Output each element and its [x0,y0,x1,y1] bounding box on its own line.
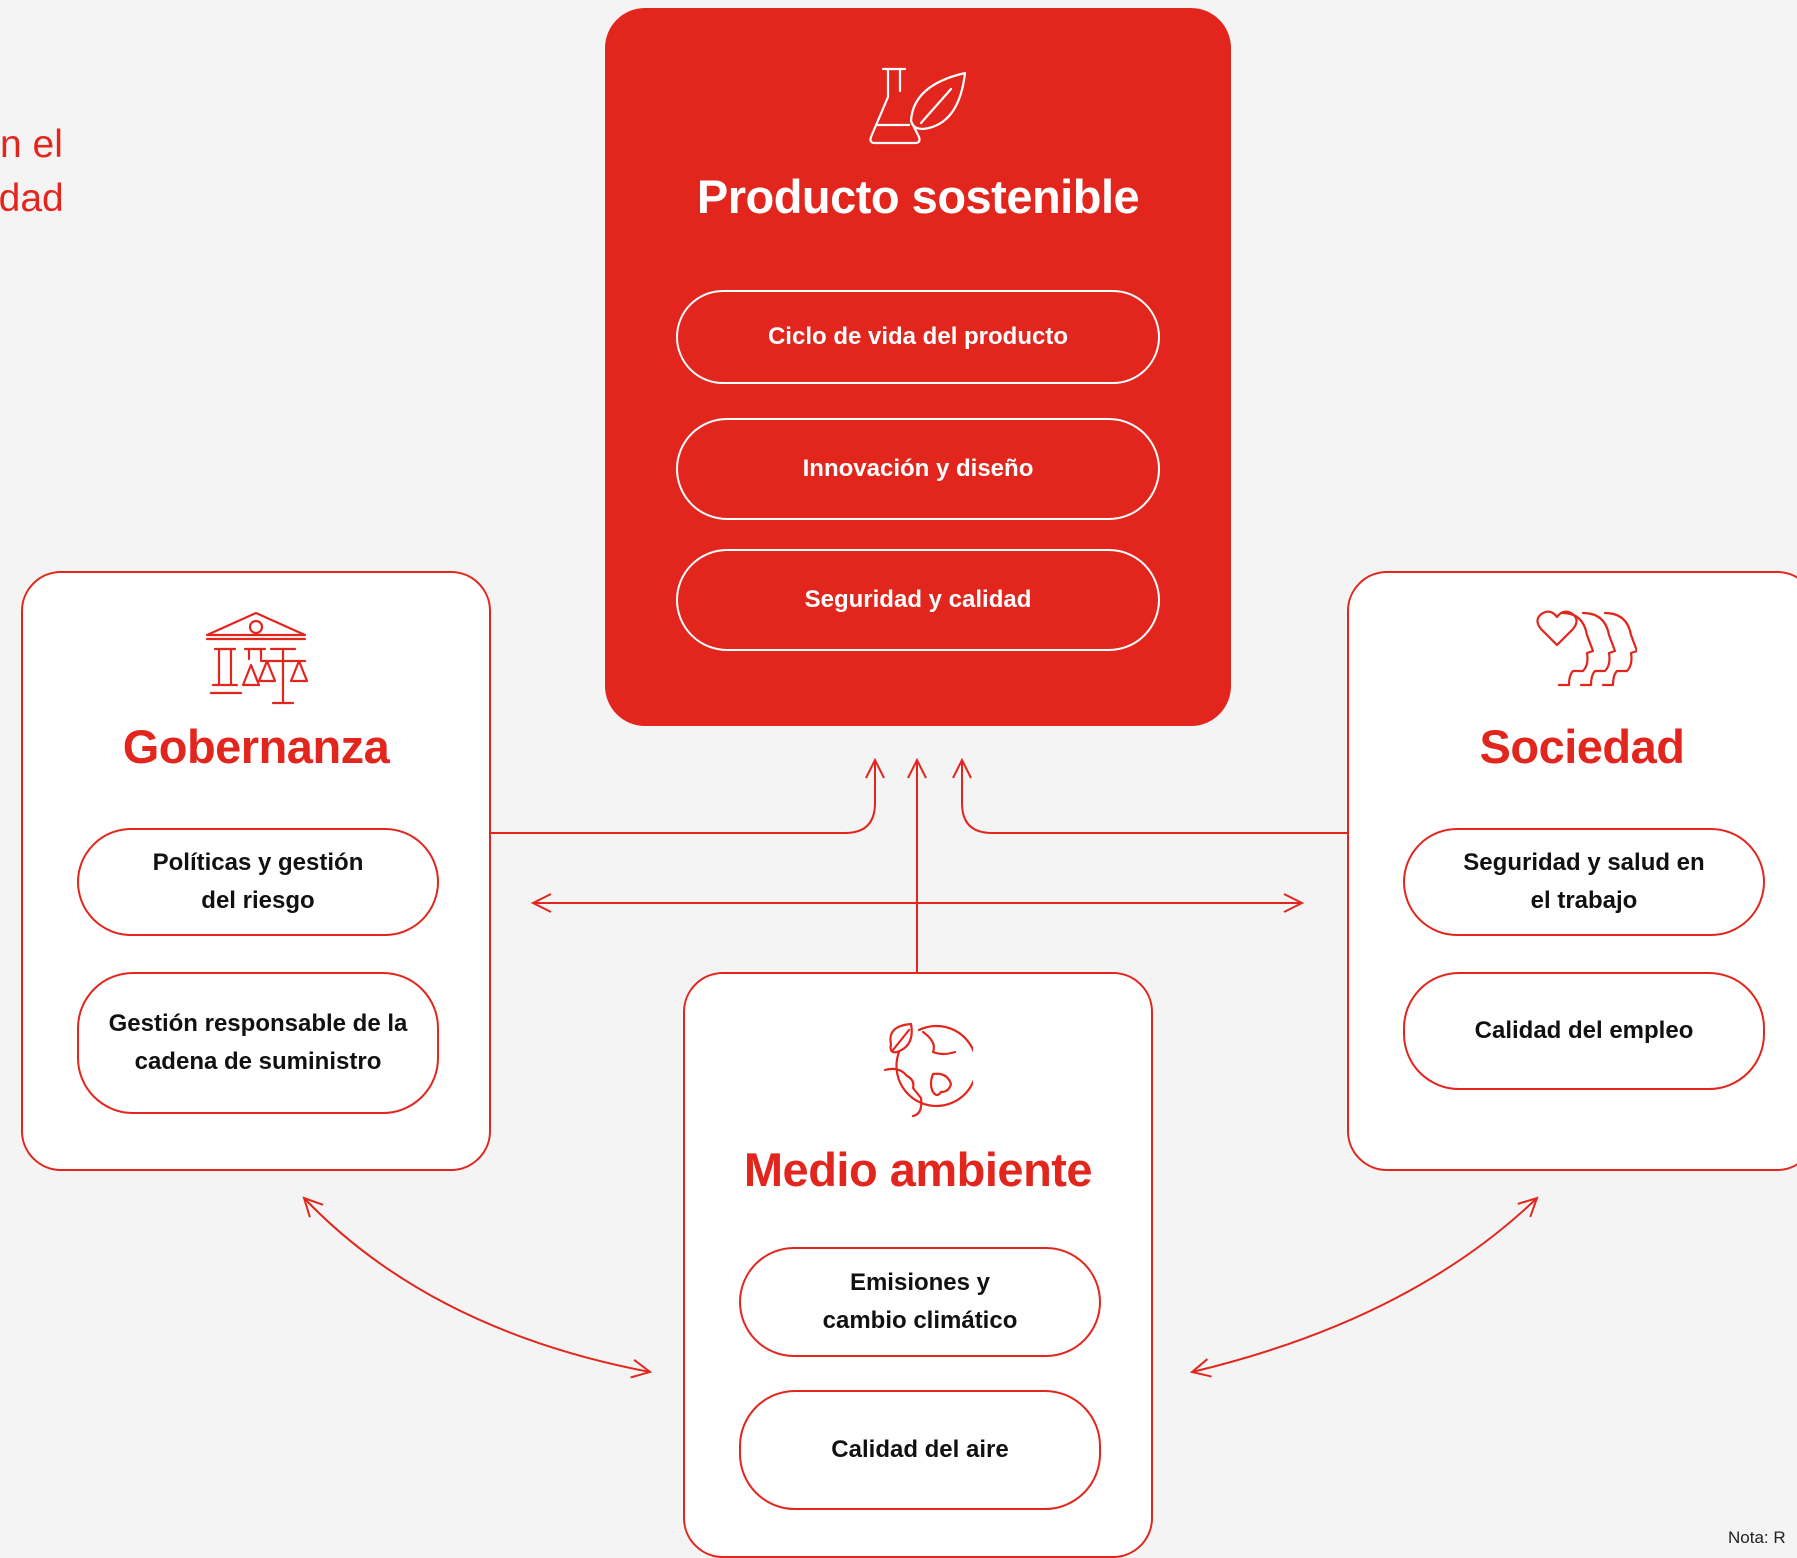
partial-heading-line1: n el [0,123,63,166]
sociedad-item-2: Calidad del empleo [1403,972,1765,1090]
sociedad-title: Sociedad [1479,720,1685,773]
connector-sociedad-producto [962,760,1347,834]
partial-heading-line2: idad [0,177,64,220]
gobernanza-item-1: Políticas y gestión del riesgo [77,828,439,936]
building-scales-icon [205,611,309,705]
medio-item-1: Emisiones y cambio climático [739,1247,1101,1357]
heart-people-icon [1536,610,1637,687]
sociedad-item-1: Seguridad y salud en el trabajo [1403,828,1765,936]
medio-title: Medio ambiente [743,1143,1093,1196]
producto-item-1: Ciclo de vida del producto [676,290,1160,384]
gobernanza-item-2: Gestión responsable de la cadena de sumi… [77,972,439,1114]
connector-gobernanza-producto [491,760,875,834]
partial-heading: n el idad [0,118,64,226]
connector-gobernanza-medio [304,1198,650,1372]
connector-sociedad-medio [1192,1198,1537,1372]
medio-item-2: Calidad del aire [739,1390,1101,1510]
producto-card: Producto sostenible Ciclo de vida del pr… [605,8,1231,726]
producto-title: Producto sostenible [696,170,1140,223]
medio-card: Medio ambiente Emisiones y cambio climát… [683,972,1153,1558]
producto-item-3: Seguridad y calidad [676,549,1160,651]
sociedad-card: Sociedad Seguridad y salud en el trabajo… [1347,571,1797,1171]
footnote: Nota: R [1728,1528,1786,1547]
globe-leaf-icon [883,1022,973,1118]
producto-item-2: Innovación y diseño [676,418,1160,520]
flask-leaf-icon [869,67,967,145]
gobernanza-title: Gobernanza [122,720,390,773]
gobernanza-card: Gobernanza Políticas y gestión del riesg… [21,571,491,1171]
